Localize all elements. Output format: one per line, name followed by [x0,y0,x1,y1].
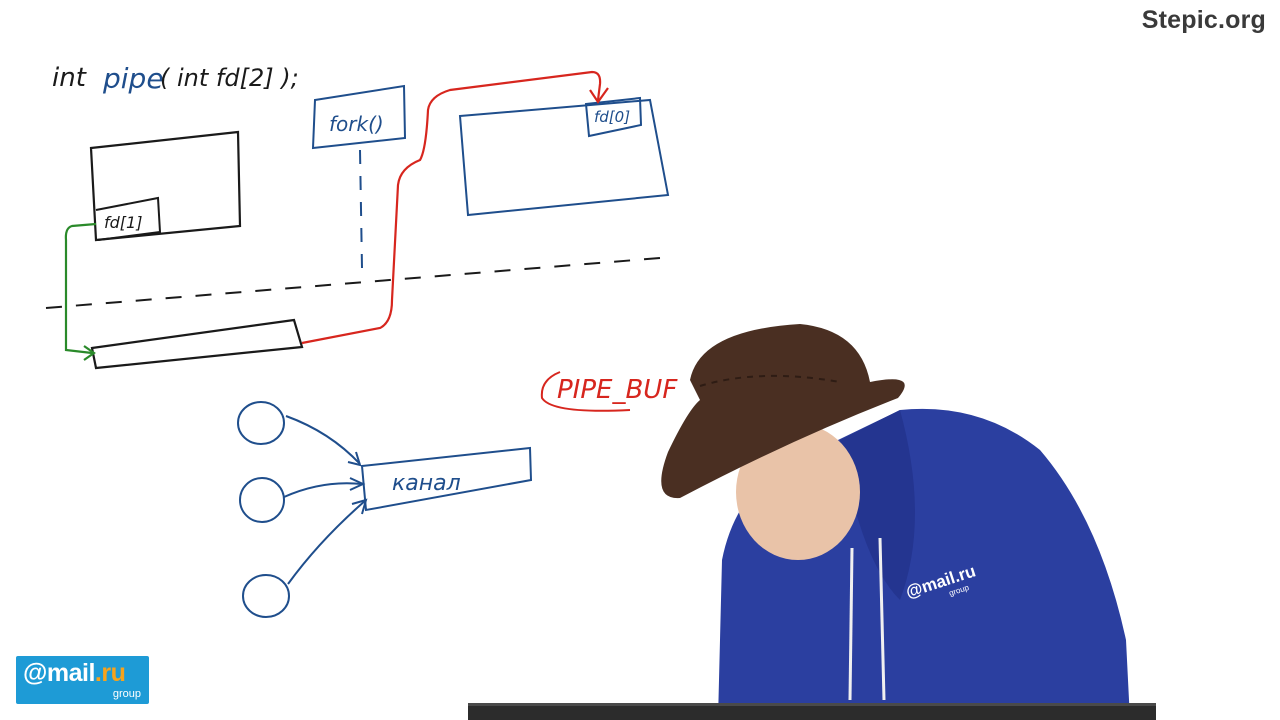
read-arrow-head [589,87,609,104]
logo-suffix: .ru [94,659,126,687]
presenter-hat [661,324,905,499]
channel-arrow-head [351,498,368,515]
pipe-buf-circle [540,371,631,412]
fd-write-label: fd[1] [104,213,142,232]
mailru-group-logo: @mail.ru group [16,656,149,704]
signature-int: int [52,63,87,93]
read-arrow [301,70,602,345]
write-arrow [64,222,97,355]
channel-arrow-head [349,477,366,491]
logo-prefix: @mail [23,659,95,687]
stepic-brand: Stepic.org [1141,6,1266,34]
signature-pipe: pipe [102,62,164,95]
fork-dashed-line [359,149,363,269]
parent-process-box [89,130,242,242]
presenter-drawstring [878,537,886,701]
channel-arrow [283,482,363,498]
presenter-face [736,424,860,560]
logo-sub: group [112,688,141,700]
presenter-hood [840,410,915,600]
fd-read-label: fd[0] [594,108,630,126]
fd-read-box [584,96,643,138]
fork-box [311,84,407,150]
channel-label: канал [392,471,461,496]
channel-arrow [287,499,367,585]
kernel-boundary-dashed-line [45,257,661,309]
signature-args: ( int fd[2] ); [160,64,299,92]
presenter-hat-stitching [699,374,841,387]
pipe-buffer-bar [90,318,304,370]
process-circle [237,401,285,445]
channel-arrow-head [347,451,362,467]
write-arrow-head [83,345,96,361]
fork-label: fork() [329,112,384,136]
pipe-buf-label: PIPE_BUF [557,375,678,405]
laptop [468,703,1156,720]
process-circle [239,477,285,523]
presenter-drawstring [848,547,854,701]
laptop-edge [468,703,1156,706]
child-process-box [458,98,670,217]
presenter: @mail.ru group [661,324,1130,720]
channel-box [360,446,533,512]
logo-text: @mail.ru [23,659,126,688]
fd-write-box [95,196,162,241]
process-circle [242,574,290,618]
channel-arrow [285,415,361,465]
